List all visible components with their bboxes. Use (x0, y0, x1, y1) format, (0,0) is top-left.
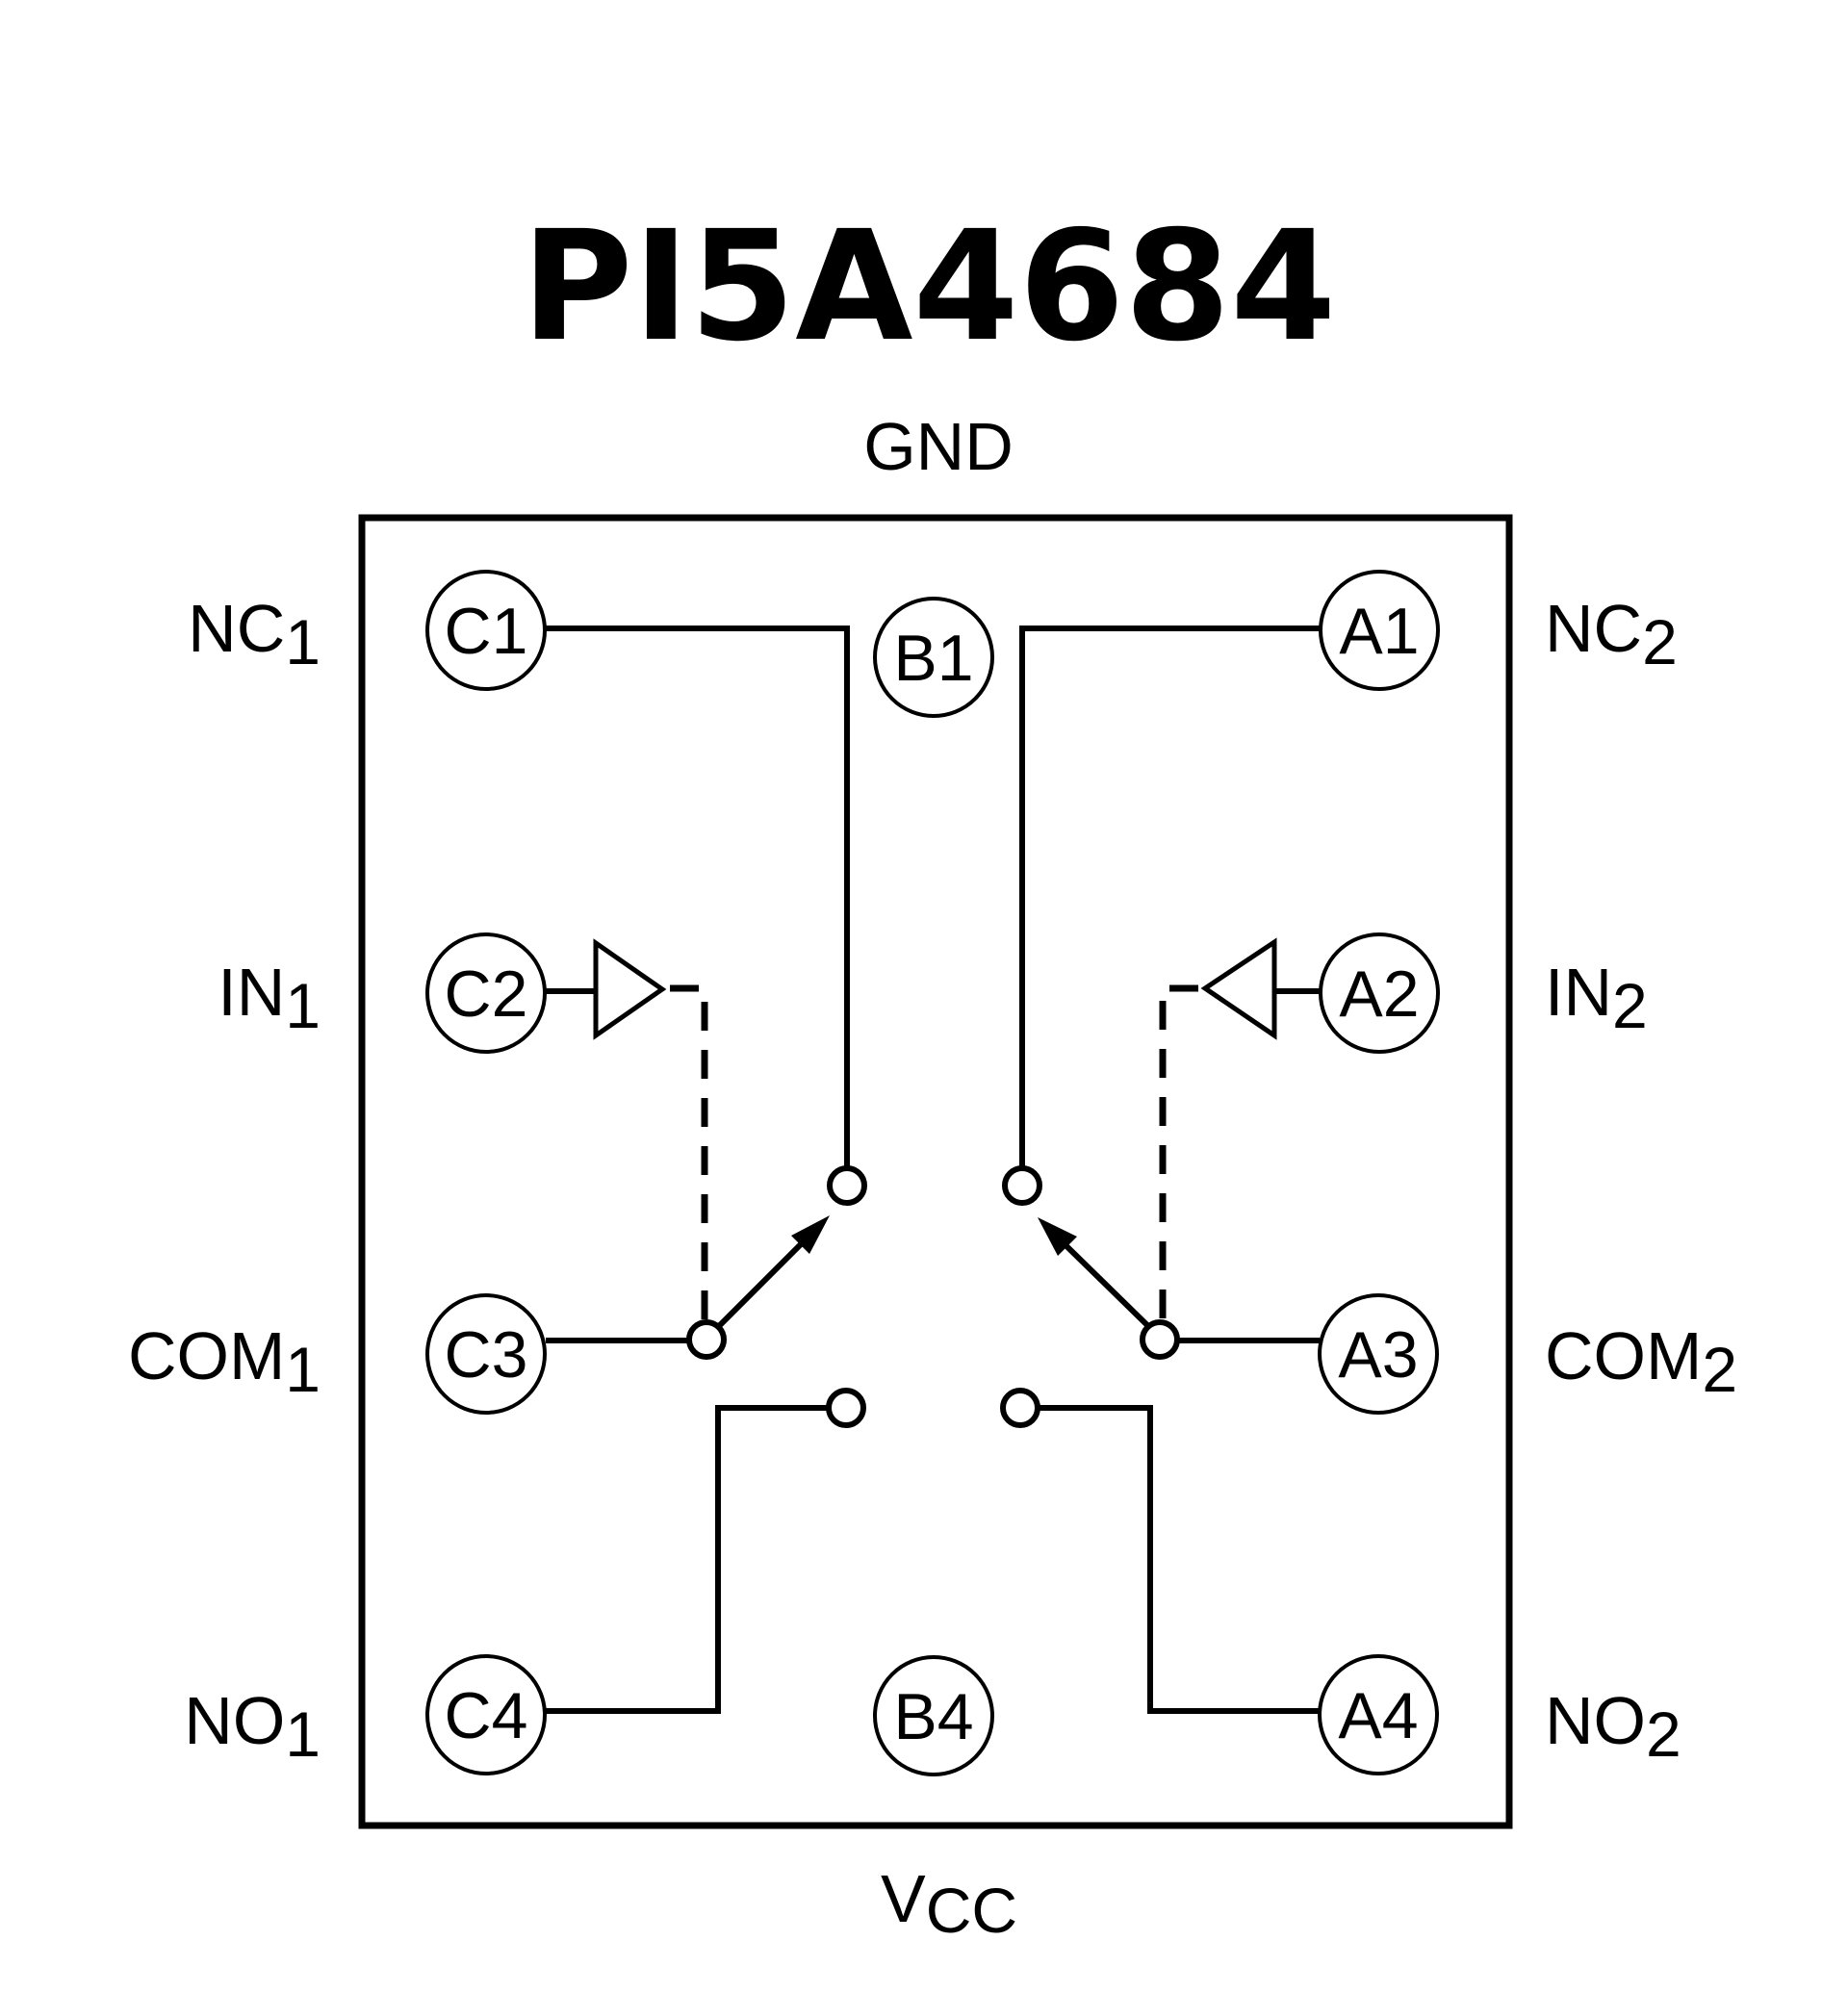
label-nc2-main: NC (1545, 591, 1642, 666)
label-in2-main: IN (1545, 955, 1612, 1030)
pin-ball (1318, 1654, 1439, 1775)
label-nc1-main: NC (188, 591, 285, 666)
contact-nc2 (1002, 1165, 1042, 1206)
pin-a3: A3 (1318, 1293, 1439, 1415)
pin-c1: C1 (425, 570, 547, 691)
contact-no1 (826, 1388, 866, 1428)
buffer-icon-2 (1200, 937, 1277, 1040)
pin-c3: C3 (425, 1293, 547, 1415)
part-number-title: PI5A4684 (522, 198, 1337, 375)
label-no2: NO2 (1545, 1683, 1681, 1770)
pin-a1: A1 (1319, 570, 1440, 691)
wire-nc2 (1019, 626, 1320, 1168)
package-outline (358, 514, 1513, 1829)
wire-nc1 (546, 626, 850, 1168)
pin-ball (1319, 932, 1440, 1054)
gnd-label: GND (863, 409, 1014, 484)
label-no1-main: NO (184, 1683, 285, 1758)
control-link-1 (670, 984, 708, 1320)
label-no2-main: NO (1545, 1683, 1646, 1758)
label-in2: IN2 (1545, 955, 1648, 1041)
pin-ball (873, 597, 994, 718)
label-com1: COM1 (128, 1318, 321, 1405)
pin-ball (425, 570, 547, 691)
label-in1-main: IN (218, 955, 285, 1030)
vcc-label: VCC (881, 1861, 1017, 1946)
pin-id: A3 (1338, 1318, 1418, 1392)
pin-ball (1318, 1293, 1439, 1415)
pin-ball (425, 1654, 547, 1775)
control-link-2 (1159, 984, 1198, 1320)
contact-nc1 (827, 1165, 867, 1206)
label-nc1-sub: 1 (285, 606, 321, 677)
label-in2-sub: 2 (1612, 970, 1648, 1041)
label-no1: NO1 (184, 1683, 321, 1770)
contact-no2 (1000, 1388, 1040, 1428)
pin-ball (1319, 570, 1440, 691)
pin-id: A2 (1339, 958, 1419, 1031)
pin-id: A1 (1339, 595, 1419, 668)
vcc-label-main: V (881, 1861, 926, 1936)
label-in1-sub: 1 (285, 970, 321, 1041)
label-com1-main: COM (128, 1318, 285, 1393)
pin-b4: B4 (873, 1655, 994, 1776)
label-com1-sub: 1 (285, 1334, 321, 1405)
switch-arm-2 (1057, 1237, 1152, 1330)
pin-ball (425, 932, 547, 1054)
pin-id: A4 (1338, 1679, 1418, 1752)
pin-id: C2 (445, 958, 528, 1031)
switch-arm-1 (715, 1236, 809, 1330)
label-com2: COM2 (1545, 1318, 1737, 1405)
wire-no2 (1039, 1405, 1320, 1714)
label-nc2: NC2 (1545, 591, 1678, 677)
vcc-label-sub: CC (926, 1875, 1017, 1946)
label-no1-sub: 1 (285, 1698, 321, 1770)
switch-arrow-icon-2 (1038, 1217, 1077, 1256)
contact-com2 (1140, 1319, 1180, 1360)
pin-id: C1 (445, 595, 528, 668)
pin-ball (425, 1293, 547, 1415)
label-no2-sub: 2 (1646, 1698, 1681, 1770)
pin-id: B1 (893, 622, 973, 695)
pin-c4: C4 (425, 1654, 547, 1775)
pin-id: C3 (445, 1318, 528, 1392)
label-in1: IN1 (218, 955, 321, 1041)
wire-no1 (546, 1405, 829, 1714)
pin-b1: B1 (873, 597, 994, 718)
pin-c2: C2 (425, 932, 547, 1054)
pin-id: B4 (893, 1680, 973, 1753)
label-com2-sub: 2 (1702, 1334, 1737, 1405)
pin-a4: A4 (1318, 1654, 1439, 1775)
pin-ball (873, 1655, 994, 1776)
label-nc2-sub: 2 (1642, 606, 1678, 677)
pin-id: C4 (445, 1679, 528, 1752)
pin-a2: A2 (1319, 932, 1440, 1054)
contact-com1 (686, 1319, 727, 1360)
buffer-icon-1 (593, 938, 667, 1040)
label-nc1: NC1 (188, 591, 321, 677)
switch-arrow-icon-1 (791, 1215, 830, 1254)
label-com2-main: COM (1545, 1318, 1702, 1393)
